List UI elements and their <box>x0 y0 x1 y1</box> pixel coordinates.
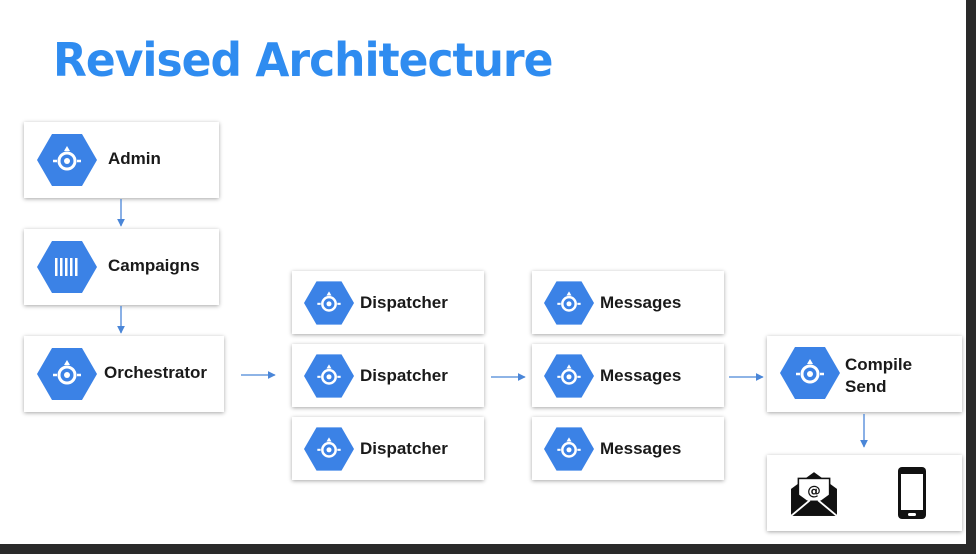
admin-node: Admin <box>24 122 219 198</box>
messages-node: Messages <box>532 271 724 334</box>
dispatcher-node: Dispatcher <box>292 271 484 334</box>
app-engine-icon <box>304 281 354 325</box>
app-engine-icon <box>37 348 97 400</box>
messages-label: Messages <box>600 439 682 458</box>
dispatcher-node: Dispatcher <box>292 344 484 407</box>
storage-icon <box>37 241 97 293</box>
outputs-node: @ <box>767 455 962 531</box>
app-engine-icon <box>544 354 594 398</box>
dispatcher-label: Dispatcher <box>360 366 448 385</box>
messages-label: Messages <box>600 293 682 312</box>
dispatcher-node: Dispatcher <box>292 417 484 480</box>
compile-label: Compile <box>845 355 913 374</box>
messages-label: Messages <box>600 366 682 385</box>
messages-node: Messages <box>532 344 724 407</box>
send-label: Send <box>845 377 887 396</box>
app-engine-icon <box>544 281 594 325</box>
dispatcher-label: Dispatcher <box>360 293 448 312</box>
messages-node: Messages <box>532 417 724 480</box>
app-engine-icon <box>37 134 97 186</box>
app-engine-icon <box>544 427 594 471</box>
email-at-symbol: @ <box>807 483 821 499</box>
admin-label: Admin <box>108 149 161 168</box>
app-engine-icon <box>780 347 840 399</box>
dispatcher-label: Dispatcher <box>360 439 448 458</box>
slide-title: Revised Architecture <box>53 34 553 88</box>
campaigns-label: Campaigns <box>108 256 200 275</box>
orchestrator-node: Orchestrator <box>24 336 224 412</box>
phone-icon <box>898 467 926 519</box>
compile-send-node: Compile Send <box>767 336 962 412</box>
app-engine-icon <box>304 354 354 398</box>
app-engine-icon <box>304 427 354 471</box>
campaigns-node: Campaigns <box>24 229 219 305</box>
email-icon: @ <box>790 472 838 517</box>
slide: Revised Architecture Admin Campaigns <box>0 0 966 544</box>
orchestrator-label: Orchestrator <box>104 363 207 382</box>
